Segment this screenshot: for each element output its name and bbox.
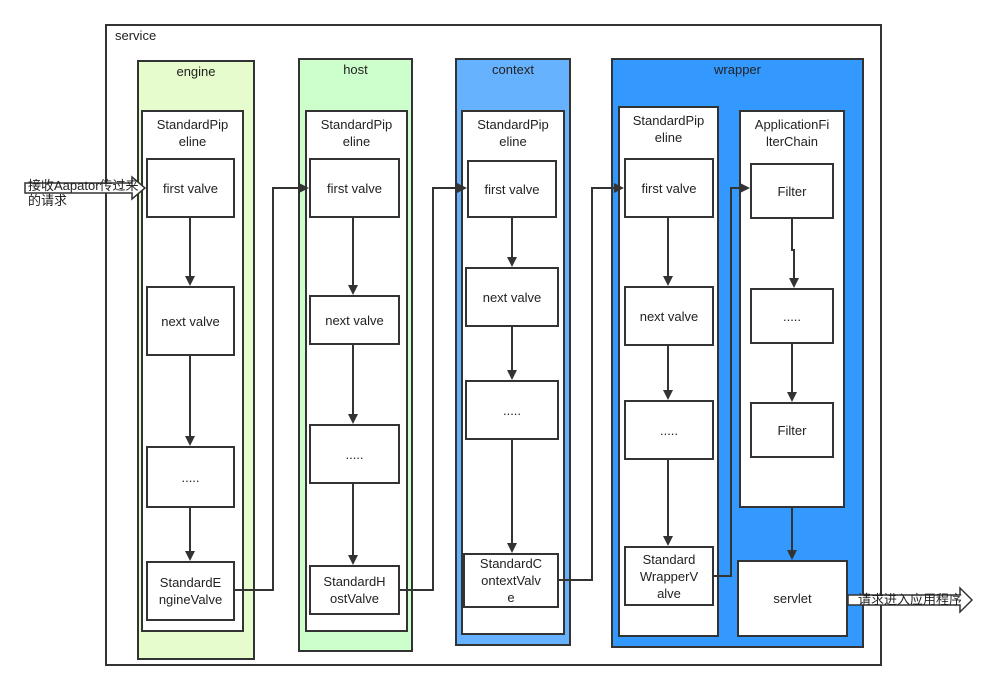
filter-chain-title: ApplicationFi lterChain: [754, 117, 830, 149]
outgoing-request-label: 请求进入应用程序: [858, 592, 963, 607]
filter-last: Filter: [750, 402, 834, 458]
engine-pipeline-title: StandardPip eline: [156, 117, 229, 149]
host-ellipsis-valve: .....: [309, 424, 400, 484]
context-ellipsis-valve: .....: [465, 380, 559, 440]
wrapper-pipeline-title: StandardPip eline: [632, 113, 705, 145]
context-first-valve: first valve: [467, 160, 557, 218]
wrapper-title: wrapper: [714, 62, 761, 77]
standard-wrapper-valve: Standard WrapperV alve: [624, 546, 714, 606]
wrapper-next-valve: next valve: [624, 286, 714, 346]
host-pipeline-title: StandardPip eline: [320, 117, 393, 149]
service-container: service: [105, 24, 882, 666]
context-pipeline-title: StandardPip eline: [477, 117, 549, 149]
filter-first: Filter: [750, 163, 834, 219]
host-first-valve: first valve: [309, 158, 400, 218]
wrapper-first-valve: first valve: [624, 158, 714, 218]
engine-ellipsis-valve: .....: [146, 446, 235, 508]
context-next-valve: next valve: [465, 267, 559, 327]
standard-context-valve: StandardC ontextValv e: [463, 553, 559, 608]
service-label: service: [115, 28, 157, 43]
engine-next-valve: next valve: [146, 286, 235, 356]
context-title: context: [492, 62, 534, 77]
engine-first-valve: first valve: [146, 158, 235, 218]
standard-host-valve: StandardH ostValve: [309, 565, 400, 615]
wrapper-ellipsis-valve: .....: [624, 400, 714, 460]
filter-ellipsis: .....: [750, 288, 834, 344]
incoming-request-label: 接收Aapator传过来 的请求: [28, 178, 139, 208]
host-next-valve: next valve: [309, 295, 400, 345]
engine-title: engine: [176, 64, 216, 79]
standard-engine-valve: StandardE ngineValve: [146, 561, 235, 621]
host-title: host: [343, 62, 368, 77]
servlet-box: servlet: [737, 560, 848, 637]
